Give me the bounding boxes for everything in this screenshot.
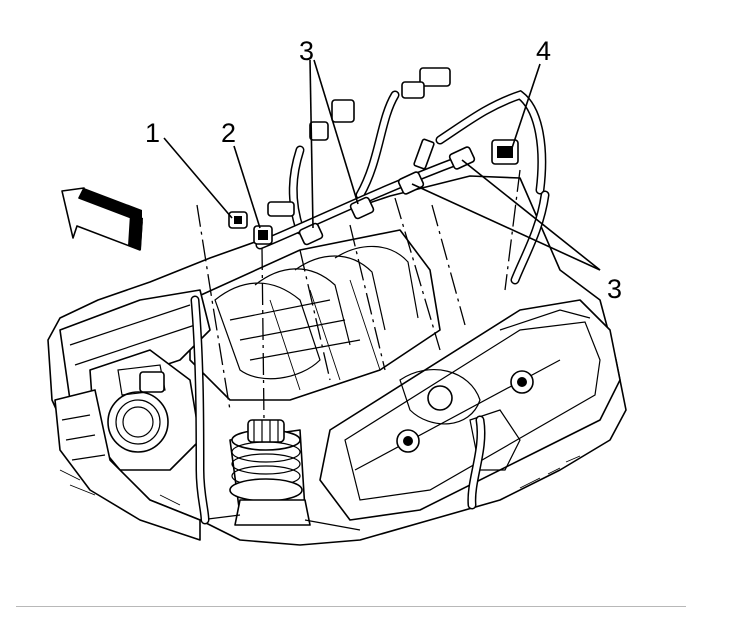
callout-3-top: 3: [299, 36, 314, 66]
guide-lines: [196, 169, 521, 421]
callout-3-right: 3: [607, 274, 622, 304]
callout-4: 4: [536, 36, 551, 66]
front-direction-arrow-icon: [61, 187, 143, 251]
injector-connector-4: [349, 196, 375, 220]
valve-cover-bolt: [396, 370, 534, 453]
injector-connector-1: [228, 211, 248, 229]
throttle-body: [89, 349, 201, 471]
injector-connector-3: [298, 222, 324, 246]
top-connector-b: [309, 99, 355, 141]
intake-manifold: [189, 229, 441, 401]
footer-divider: [16, 606, 686, 607]
callout-2: 2: [221, 118, 236, 148]
wiring-harness: [190, 89, 550, 525]
injector-connector-5: [397, 171, 425, 195]
harness-connectors: [228, 67, 519, 246]
injector-connector-6: [448, 146, 476, 170]
injector-connector-2: [253, 225, 273, 245]
sensor-connector-4: [491, 139, 519, 165]
pulley-stack: [229, 419, 311, 526]
leader-lines: [163, 59, 601, 271]
top-connector-a: [401, 67, 451, 99]
callout-1: 1: [145, 118, 160, 148]
